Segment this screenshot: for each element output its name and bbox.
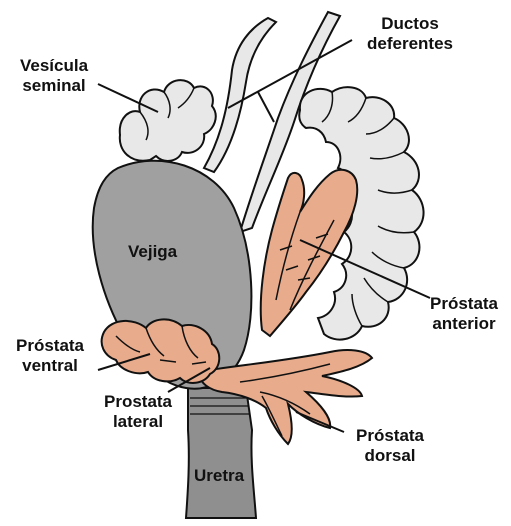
label-anterior-line2: anterior bbox=[418, 314, 510, 334]
seminal-vesicle-left bbox=[120, 80, 216, 161]
label-prostata-dorsal: Próstata dorsal bbox=[344, 426, 436, 466]
label-ductos-line1: Ductos bbox=[350, 14, 470, 34]
ductus-deferens-left bbox=[204, 18, 276, 172]
label-lateral-line2: lateral bbox=[92, 412, 184, 432]
label-prostata-ventral: Próstata ventral bbox=[2, 336, 98, 376]
label-dorsal-line2: dorsal bbox=[344, 446, 436, 466]
label-ventral-line2: ventral bbox=[2, 356, 98, 376]
label-vesicula-line2: seminal bbox=[6, 76, 102, 96]
label-lateral-line1: Prostata bbox=[92, 392, 184, 412]
label-uretra: Uretra bbox=[194, 466, 244, 486]
leader-ductos-tick bbox=[258, 92, 274, 122]
label-dorsal-line1: Próstata bbox=[344, 426, 436, 446]
urethra bbox=[186, 388, 256, 518]
label-prostata-anterior: Próstata anterior bbox=[418, 294, 510, 334]
label-ductos-deferentes: Ductos deferentes bbox=[350, 14, 470, 54]
label-vejiga: Vejiga bbox=[128, 242, 177, 262]
label-vesicula-line1: Vesícula bbox=[6, 56, 102, 76]
label-prostata-lateral: Prostata lateral bbox=[92, 392, 184, 432]
label-ductos-line2: deferentes bbox=[350, 34, 470, 54]
label-vesicula-seminal: Vesícula seminal bbox=[6, 56, 102, 96]
label-ventral-line1: Próstata bbox=[2, 336, 98, 356]
label-anterior-line1: Próstata bbox=[418, 294, 510, 314]
